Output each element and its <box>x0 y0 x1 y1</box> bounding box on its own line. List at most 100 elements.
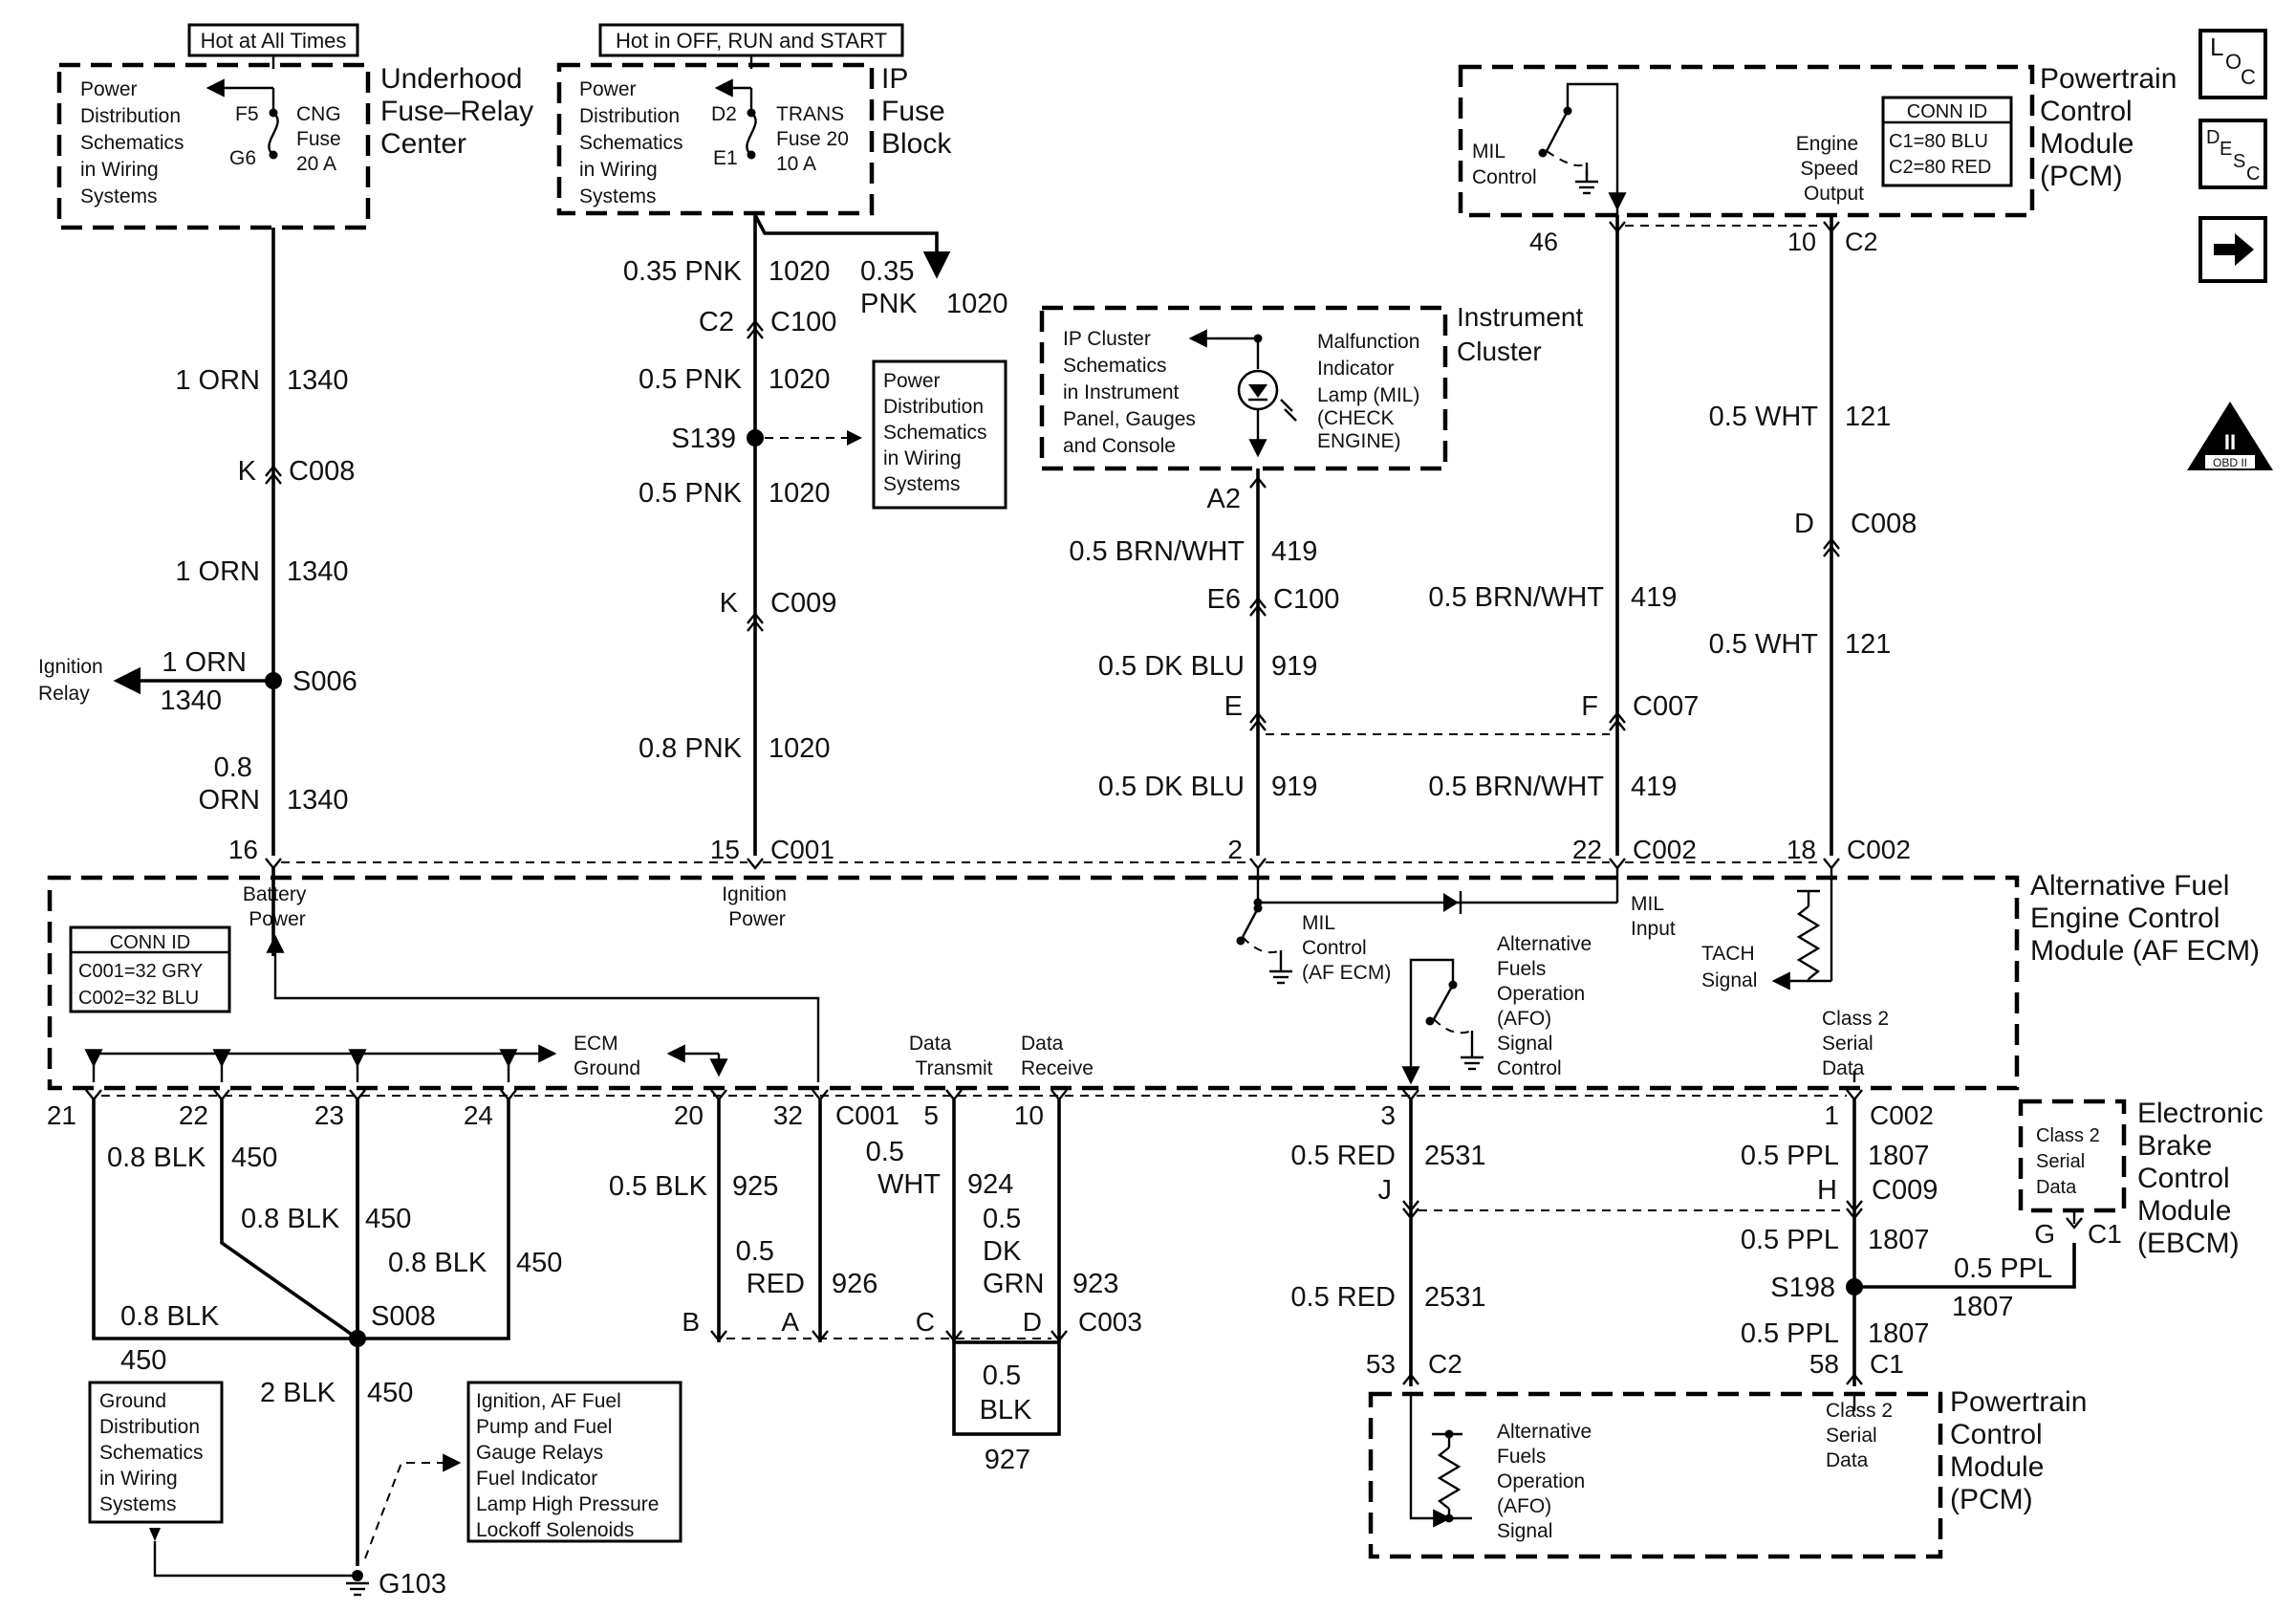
desc-icon-s: S <box>2233 151 2245 172</box>
af-ecm-bottom-pins: 21 22 23 24 20 32 C001 5 10 3 1 C002 <box>47 1089 1934 1130</box>
header-hot-run: Hot in OFF, RUN and START <box>598 23 904 69</box>
col7-w1-color: 0.5 PPL <box>1741 1141 1839 1171</box>
pcm-conn-id-title: CONN ID <box>1907 101 1987 122</box>
connector-c008-k <box>265 465 282 485</box>
col5-c008: C008 <box>1851 509 1917 539</box>
uhfrc-pin-g6: G6 <box>229 147 256 169</box>
header-hot-run-label: Hot in OFF, RUN and START <box>616 29 887 53</box>
s006-label: S006 <box>292 666 357 697</box>
af-conn-c001: C001 <box>770 835 834 864</box>
af-conn-id-box: CONN ID C001=32 GRY C002=32 BLU <box>69 925 231 1013</box>
af-conn-id-title: CONN ID <box>110 932 190 953</box>
pcm-conn-c1: C1 <box>1870 1349 1904 1379</box>
col7-w3-circuit: 1807 <box>1868 1318 1930 1349</box>
gnd-w3-color: 0.8 BLK <box>388 1248 487 1278</box>
power-distribution-box-text: Power Distribution Schematics in Wiring … <box>883 370 992 495</box>
col6-w2-circuit: 2531 <box>1424 1282 1486 1313</box>
col2-c009: C009 <box>770 588 836 619</box>
w927-circuit: 927 <box>985 1445 1030 1475</box>
af-conn-c001b: C001 <box>835 1100 899 1130</box>
tach-resistor-icon <box>1796 905 1821 980</box>
af-ecm-title: Alternative Fuel Engine Control Module (… <box>2030 870 2260 967</box>
c003-pin-b: B <box>682 1307 700 1337</box>
af-pin-5: 5 <box>923 1100 939 1130</box>
col6-w1-circuit: 2531 <box>1424 1141 1486 1171</box>
pcm-conn-c2b: C2 <box>1428 1349 1462 1379</box>
circuit-1020: 0.35 PNK 1020 0.35 PNK 1020 C2 C100 0.5 … <box>623 213 1008 856</box>
circuit-2531: 0.5 RED 2531 J 0.5 RED 2531 53 C2 <box>1290 1099 1847 1386</box>
col5-c008-pin: D <box>1794 509 1814 539</box>
af-afo-signal-control: Alternative Fuels Operation (AFO) Signal… <box>1497 933 1597 1079</box>
afo-switch-icon <box>1432 984 1455 1020</box>
c003-label: C003 <box>1078 1307 1142 1337</box>
gnd-w3-circuit: 450 <box>516 1248 562 1278</box>
c003-pin-a: A <box>781 1307 799 1337</box>
col7-side-circuit: 1807 <box>1952 1292 2014 1322</box>
col3-pin-e: E <box>1224 691 1243 722</box>
loc-icon[interactable]: L O C <box>2199 29 2267 99</box>
gnd-w4-circuit: 450 <box>120 1345 166 1376</box>
gnd-w1-color: 0.8 BLK <box>107 1143 206 1173</box>
circuit-121: 0.5 WHT 121 D C008 0.5 WHT 121 <box>1709 215 1917 856</box>
obd2-icon: II OBD II <box>2187 402 2273 470</box>
w926-color: 0.5 RED <box>736 1236 805 1299</box>
col4-c007-pin: F <box>1581 691 1598 722</box>
g103-ground-icon <box>352 1570 363 1581</box>
connector-c009-j <box>1402 1200 1419 1220</box>
power-distribution-box: Power Distribution Schematics in Wiring … <box>872 359 1007 510</box>
uhfrc-fuse-icon <box>268 112 279 156</box>
af-conn-c002-color: C002=32 BLU <box>78 988 199 1009</box>
col6-pin-j: J <box>1378 1175 1393 1206</box>
col3-w1-color: 0.5 BRN/WHT <box>1069 536 1245 567</box>
connector-c100-c2 <box>747 319 764 339</box>
circuit-1807: 0.5 PPL 1807 H C009 0.5 PPL 1807 S198 0.… <box>1741 1099 2076 1386</box>
ground-distribution-text: Ground Distribution Schematics in Wiring… <box>99 1390 208 1515</box>
ipfb-title: IP Fuse Block <box>881 63 953 160</box>
connector-c007-f <box>1609 711 1626 731</box>
loc-icon-o: O <box>2225 50 2242 74</box>
ipfb-pin-e1: E1 <box>713 147 738 169</box>
loc-icon-l: L <box>2210 33 2223 61</box>
c003-pin-d: D <box>1023 1307 1042 1337</box>
af-pin-22b: 22 <box>179 1100 208 1130</box>
af-pin-1: 1 <box>1824 1100 1839 1130</box>
pcm-afo-resistor-icon <box>1437 1447 1462 1510</box>
col1-w3-circuit: 1340 <box>287 785 349 816</box>
pcm-conn-id-box: CONN ID C1=80 BLU C2=80 RED <box>1881 96 2013 187</box>
col7-w3-color: 0.5 PPL <box>1741 1318 1839 1349</box>
circuit-419-919: A2 0.5 BRN/WHT 419 E6 C100 0.5 DK BLU 91… <box>1069 468 1610 856</box>
connector-c008-d <box>1823 537 1840 557</box>
af-class2-data: Class 2 Serial Data <box>1822 1008 1895 1079</box>
s006-wire-circuit: 1340 <box>160 686 222 716</box>
col7-side-color: 0.5 PPL <box>1954 1253 2052 1284</box>
col5-w1-color: 0.5 WHT <box>1709 402 1819 432</box>
af-mil-ground-icon <box>1269 969 1292 985</box>
col4-c007: C007 <box>1633 691 1699 722</box>
col1-w2-circuit: 1340 <box>287 556 349 587</box>
w923-circuit: 923 <box>1072 1269 1118 1299</box>
ebcm-title: Electronic Brake Control Module (EBCM) <box>2137 1098 2271 1259</box>
col2-w2-color: 0.5 PNK <box>639 364 743 395</box>
col3-c100: C100 <box>1273 584 1339 615</box>
instrument-cluster: Instrument Cluster IP Cluster Schematics… <box>1039 302 1583 471</box>
diode-icon <box>1443 891 1462 914</box>
pcm-pin-58: 58 <box>1809 1349 1839 1379</box>
col3-w2-color: 0.5 DK BLU <box>1098 651 1245 682</box>
loc-icon-c: C <box>2241 65 2256 89</box>
col2-w1-color: 0.35 PNK <box>623 256 743 287</box>
next-arrow-icon[interactable] <box>2199 216 2267 283</box>
desc-icon[interactable]: D E S C <box>2199 119 2267 189</box>
desc-icon-e: E <box>2220 139 2232 160</box>
col3-w2-circuit: 919 <box>1271 651 1317 682</box>
s006-wire-color: 1 ORN <box>162 647 247 678</box>
splice-s139 <box>747 429 764 446</box>
pcm-bottom: Powertrain Control Module (PCM) Alternat… <box>1368 1386 2087 1559</box>
obd2-icon-numeral: II <box>2224 430 2236 454</box>
mil-lamp-icon <box>1237 369 1297 422</box>
s139-label: S139 <box>671 424 736 454</box>
circuit-1340: 1 ORN 1340 K C008 1 ORN 1340 S006 Igniti… <box>38 228 357 856</box>
gnd-w4-color: 0.8 BLK <box>120 1301 220 1332</box>
w927-color: 0.5 BLK <box>980 1361 1032 1426</box>
shield-927 <box>952 1340 1061 1436</box>
af-mil-input: MIL Input <box>1631 893 1676 940</box>
